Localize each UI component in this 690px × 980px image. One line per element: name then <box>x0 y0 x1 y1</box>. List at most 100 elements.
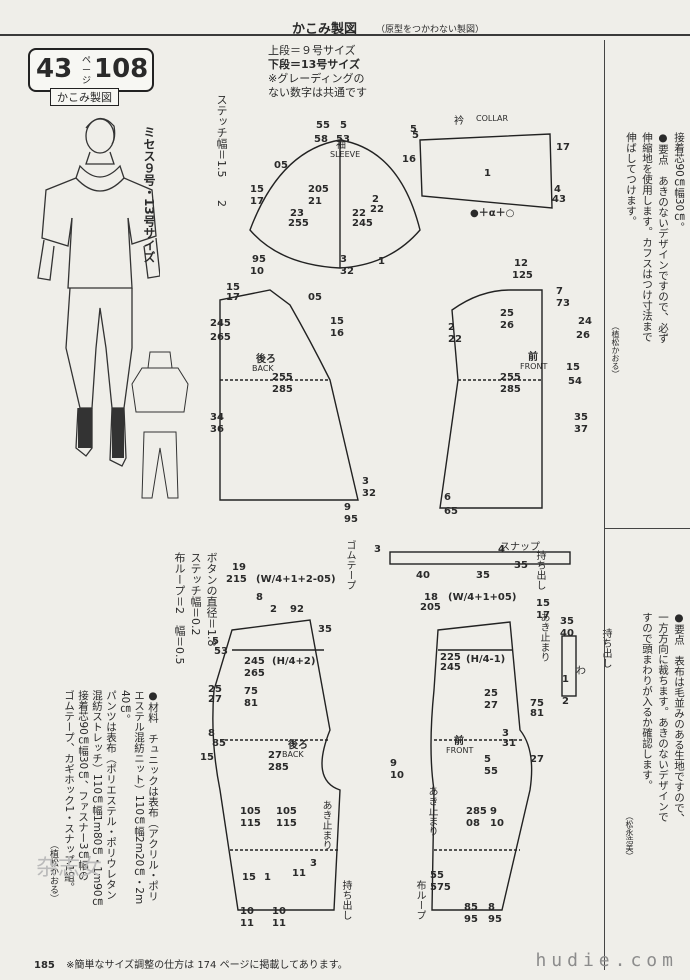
badge-page-number: 43 <box>36 54 73 84</box>
pants-back-dimension: 115 <box>240 818 261 829</box>
pants-back-dimension: 15 <box>242 872 256 883</box>
front-dimension: 6 <box>444 492 451 503</box>
pants-front-title-en: FRONT <box>446 746 474 755</box>
pants-front-dimension: 75 <box>530 698 544 709</box>
button-note-2: ステッチ幅＝0.2 <box>189 552 202 636</box>
sleeve-dimension: 255 <box>288 218 309 229</box>
pants-back-dimension: 215 <box>226 574 247 585</box>
sleeve-dimension: 1 <box>378 256 385 267</box>
materials-block-2: エステル混紡ニット）110㎝幅2m20㎝・2m <box>132 690 146 920</box>
pants-front-dimension: 205 <box>420 602 441 613</box>
sleeve-dimension: 205 <box>308 184 329 195</box>
collar-title: 衿 <box>454 116 464 127</box>
materials-block-4: パンツは表布（ポリエステル・ポリウレタン <box>104 690 118 920</box>
front-dimension: 54 <box>568 376 582 387</box>
back-title: 後ろ <box>256 354 276 365</box>
loop-mochidashi: 持ち出し <box>600 628 611 668</box>
pants-back-title-en: BACK <box>282 750 304 759</box>
pants-front-dimension: 55 <box>430 870 444 881</box>
size-notes: 上段＝９号サイズ 下段＝13号サイズ ※グレーディングの ない数字は共通です <box>268 44 367 100</box>
right-note-3: 伸縮地を使用します。カフスはつけ寸法まで <box>641 132 653 342</box>
materials-credit: （植松かおる） <box>48 840 58 903</box>
pants-akidomari-front2: あき止まり <box>538 612 549 662</box>
snap-dimension: 35 <box>514 560 528 571</box>
page-header: かこみ製図 （原型をつかわない製図） <box>0 0 690 40</box>
header-title: かこみ製図 <box>292 22 358 37</box>
sleeve-dimension: 2 <box>372 194 379 205</box>
front-dimension: 2 <box>448 322 455 333</box>
sleeve-dimension: 22 <box>352 208 366 219</box>
flat-sketches <box>131 351 189 499</box>
right-note-7: すので頭まわりが入るか確認します。 <box>641 612 653 791</box>
sleeve-dimension: 23 <box>290 208 304 219</box>
snap-dimension: 4 <box>498 544 505 555</box>
pattern-badge: 43 ページ 108 <box>28 48 154 92</box>
pants-front-dimension: 18 <box>424 592 438 603</box>
pants-labels-dimension: 35 <box>560 616 574 627</box>
pants-front-dimension: 225 <box>440 652 461 663</box>
header-rule <box>0 34 690 36</box>
pants-front-dimension: 10 <box>490 818 504 829</box>
loop-wa: わ <box>576 666 586 677</box>
badge-label: かこみ製図 <box>50 88 119 106</box>
pants-front-dimension: 575 <box>430 882 451 893</box>
pants-back-dimension: 3 <box>310 858 317 869</box>
pants-back-dimension: 15 <box>200 752 214 763</box>
sleeve-title-en: SLEEVE <box>330 150 361 159</box>
snap-dimension: 40 <box>416 570 430 581</box>
materials-block-7: ゴムテープ、カギホック1・スナップ1組。 <box>62 690 76 920</box>
column-divider-horizontal <box>604 528 690 529</box>
pants-back-dimension: 115 <box>276 818 297 829</box>
watermark: hudie.com <box>535 950 678 971</box>
back-dimension: 34 <box>210 412 224 423</box>
pants-front-dimension: 245 <box>440 662 461 673</box>
snap-label: スナップ <box>500 542 540 553</box>
pants-front-dimension: 10 <box>390 770 404 781</box>
pants-back-dimension: 35 <box>318 624 332 635</box>
front-dimension: 255 <box>500 372 521 383</box>
footer-note: ※簡単なサイズ調整の仕方は 174 ページに掲載してあります。 <box>66 960 348 971</box>
pants-back-dimension: (H/4+2) <box>272 656 316 667</box>
pants-front-dimension: 95 <box>488 914 502 925</box>
collar-dimension: 4 <box>554 184 561 195</box>
front-bodice-outline <box>439 289 543 509</box>
pants-back-dimension: 5 <box>212 636 219 647</box>
front-dimension: 25 <box>500 308 514 319</box>
pants-back-dimension: 10 <box>272 906 286 917</box>
collar-dimension: 1 <box>484 168 491 179</box>
size-note-upper: 上段＝９号サイズ <box>268 44 356 57</box>
pants-front-dimension: 08 <box>466 818 480 829</box>
snap-dimension: 3 <box>374 544 381 555</box>
back-dimension: 10 <box>250 266 264 277</box>
pattern-diagrams <box>212 133 577 911</box>
front-dimension: 65 <box>444 506 458 517</box>
pants-back-dimension: 85 <box>212 738 226 749</box>
pants-back-dimension: 105 <box>276 806 297 817</box>
back-dimension: 95 <box>252 254 266 265</box>
front-title-en: FRONT <box>520 362 548 371</box>
sleeve-dimension: 3 <box>340 254 347 265</box>
fashion-illustration <box>37 117 160 467</box>
pants-front-dimension: 27 <box>530 754 544 765</box>
pants-front-dimension: 55 <box>484 766 498 777</box>
snap-mochidashi: 持ち出し <box>534 550 545 590</box>
pants-back-dimension: 11 <box>272 918 286 929</box>
pants-front-dimension: 25 <box>484 688 498 699</box>
front-dimension: 26 <box>576 330 590 341</box>
pants-front-dimension: 15 <box>536 598 550 609</box>
materials-2: エステル混紡ニット）110㎝幅2m20㎝・2m <box>133 690 145 905</box>
pants-back-dimension: 8 <box>208 728 215 739</box>
stitch-width-label: ステッチ幅＝1.5 <box>215 94 228 178</box>
size-note-grading2: ない数字は共通です <box>268 86 367 99</box>
size-note-grading: ※グレーディングの <box>268 72 365 85</box>
front-dimension: 22 <box>448 334 462 345</box>
sleeve-dimension: 05 <box>274 160 288 171</box>
back-dimension: 16 <box>330 328 344 339</box>
pants-front-dimension: 31 <box>502 738 516 749</box>
page-footer: 185 ※簡単なサイズ調整の仕方は 174 ページに掲載してあります。 <box>34 956 348 971</box>
pants-front-dimension: 9 <box>390 758 397 769</box>
back-dimension: 15 <box>330 316 344 327</box>
footer-page-number: 185 <box>34 960 55 971</box>
pants-front-dimension: 95 <box>464 914 478 925</box>
collar-dimension: 16 <box>402 154 416 165</box>
